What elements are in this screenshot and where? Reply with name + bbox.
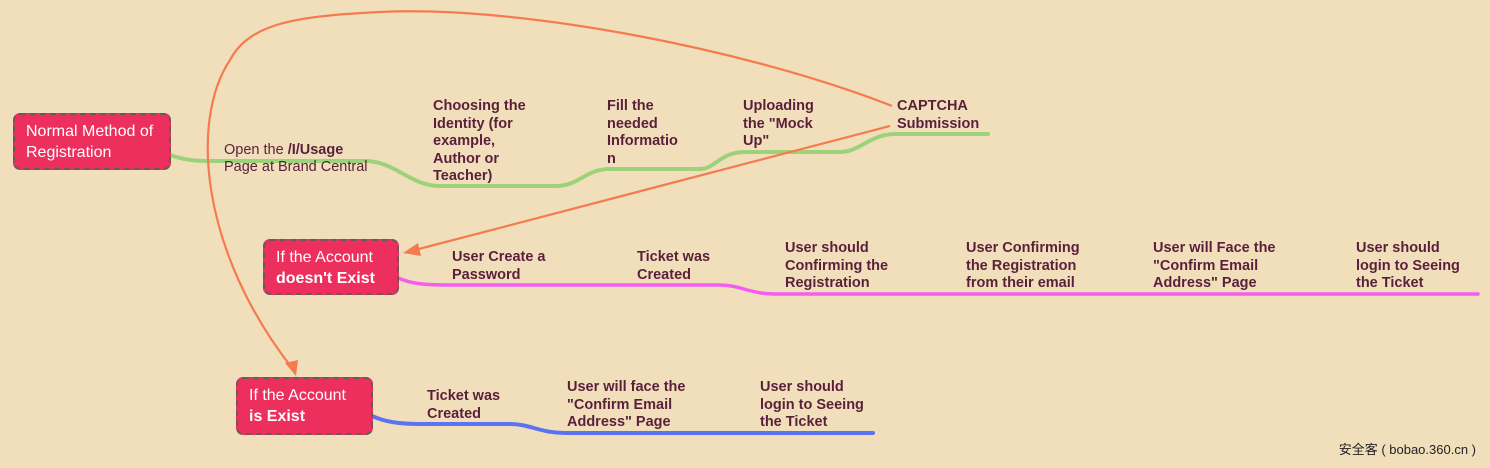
step-captcha-submission: CAPTCHA Submission (897, 98, 980, 132)
step-confirming-email: User Confirming the Registration from th… (966, 240, 1080, 291)
node-text-line1: Normal Method of (26, 123, 154, 140)
branch-line-exist (370, 414, 875, 435)
node-account-exist[interactable]: If the Account is Exist (236, 377, 373, 435)
node-text-line1: If the Account (249, 387, 346, 404)
step-ticket-created: Ticket was Created (637, 249, 711, 283)
node-text-line2: doesn't Exist (276, 270, 375, 287)
node-account-not-exist[interactable]: If the Account doesn't Exist (263, 239, 399, 295)
node-normal-registration[interactable]: Normal Method of Registration (13, 113, 171, 170)
node-text-line1: If the Account (276, 249, 373, 266)
arrow-captcha-to-exist (206, 10, 893, 369)
step-confirm-email-page: User will Face the "Confirm Email Addres… (1153, 240, 1276, 291)
step-fill-information: Fill the needed Informatio n (607, 98, 678, 167)
step-confirm-email-page: User will face the "Confirm Email Addres… (567, 379, 686, 430)
arrow-captcha-to-not-exist (414, 124, 891, 252)
node-text-line2: is Exist (249, 408, 306, 425)
step-login-ticket: User should login to Seeing the Ticket (760, 379, 864, 430)
step-login-ticket: User should login to Seeing the Ticket (1356, 240, 1460, 291)
step-uploading-mockup: Uploading the "Mock Up" (743, 98, 814, 149)
branch-line-not-exist (396, 276, 1480, 296)
step-choosing-identity: Choosing the Identity (for example, Auth… (433, 98, 526, 184)
node-text-line2: Registration (26, 144, 112, 161)
arrowhead-icon (285, 360, 298, 376)
step-ticket-created: Ticket was Created (427, 388, 501, 422)
step-create-password: User Create a Password (452, 249, 546, 283)
arrowhead-icon (403, 243, 421, 256)
watermark: 安全客 ( bobao.360.cn ) (1338, 442, 1476, 457)
branch-line-normal (168, 132, 990, 188)
step-should-confirm: User should Confirming the Registration (785, 240, 889, 291)
